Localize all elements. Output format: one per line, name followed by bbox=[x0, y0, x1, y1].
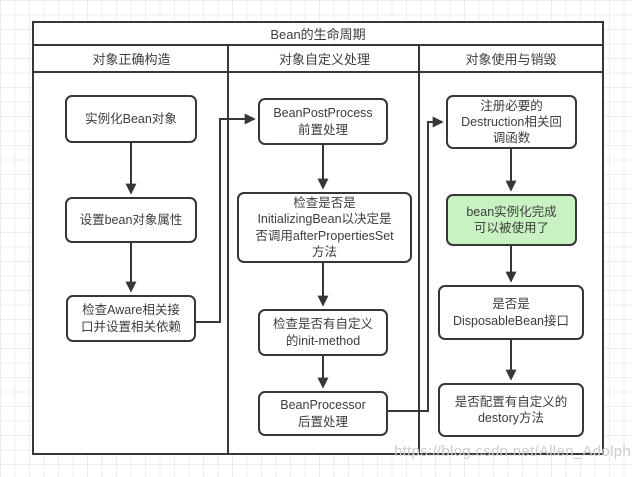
connector-processor-to-destruction bbox=[388, 116, 444, 412]
node-register-destruction-callbacks: 注册必要的 Destruction相关回 调函数 bbox=[446, 95, 577, 149]
connector-aware-to-postprocess bbox=[196, 113, 256, 323]
node-bean-ready: bean实例化完成 可以被使用了 bbox=[446, 194, 577, 246]
node-check-init-method: 检查是否有自定义 的init-method bbox=[258, 309, 388, 356]
node-beanprocessor-after: BeanProcessor 后置处理 bbox=[258, 391, 388, 436]
column-divider-1 bbox=[227, 46, 229, 453]
node-check-initializingbean: 检查是否是 InitializingBean以决定是 否调用afterPrope… bbox=[237, 192, 412, 263]
column-divider-2 bbox=[418, 46, 420, 453]
node-check-aware-interfaces: 检查Aware相关接 口并设置相关依赖 bbox=[66, 295, 196, 342]
column-header-use-destroy: 对象使用与销毁 bbox=[465, 52, 557, 67]
column-header-construction: 对象正确构造 bbox=[92, 52, 171, 67]
node-set-bean-properties: 设置bean对象属性 bbox=[65, 197, 197, 243]
diagram-title: Bean的生命周期 bbox=[34, 23, 602, 46]
node-instantiate-bean: 实例化Bean对象 bbox=[65, 95, 197, 143]
node-check-custom-destroy: 是否配置有自定义的 destory方法 bbox=[438, 383, 584, 437]
column-headers: 对象正确构造 对象自定义处理 对象使用与销毁 bbox=[34, 46, 602, 73]
csdn-watermark: https://blog.csdn.net/Allen_Adolph bbox=[393, 443, 631, 460]
node-beanpostprocess-before: BeanPostProcess 前置处理 bbox=[258, 98, 388, 145]
column-header-custom-processing: 对象自定义处理 bbox=[278, 52, 370, 67]
node-check-disposablebean: 是否是 DisposableBean接口 bbox=[438, 285, 584, 340]
